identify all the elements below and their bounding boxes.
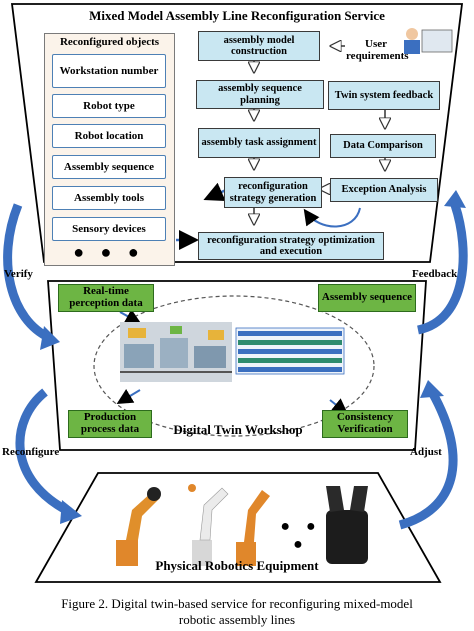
digital-twin-workshop-title: Digital Twin Workshop [173, 422, 303, 437]
robot-arm-orange-2 [236, 490, 270, 566]
flow-arrow [119, 309, 142, 324]
more-objects-dots: ● ● ● [73, 242, 145, 262]
more-robots-dots: ● ● ● [280, 518, 322, 553]
assembly-task-assignment-box: assembly task assignment [198, 128, 320, 158]
object-workstation-number: Workstation number [52, 54, 166, 88]
feedback-arrow [416, 203, 468, 335]
exception-analysis-box: Exception Analysis [330, 178, 438, 202]
factory-scene-image [120, 322, 232, 382]
adjust-label: Adjust [410, 446, 442, 458]
adjust-arrow [398, 389, 458, 530]
realtime-perception-data-box: Real-time perception data [58, 284, 154, 312]
flow-arrow [203, 182, 227, 202]
assembly-model-construction-box: assembly model construction [198, 31, 320, 61]
physical-equipment-title: Physical Robotics Equipment [155, 558, 319, 573]
assembly-sequence-green-box: Assembly sequence [318, 284, 416, 312]
assembly-sequence-planning-box: assembly sequence planning [196, 80, 324, 109]
robot-arm-orange [116, 487, 161, 566]
data-comparison-box: Data Comparison [330, 134, 436, 158]
object-assembly-tools: Assembly tools [52, 186, 166, 210]
diagram-title: Mixed Model Assembly Line Reconfiguratio… [89, 8, 385, 23]
curved-arrow [303, 207, 361, 228]
caption-line-2: robotic assembly lines [178, 612, 296, 628]
user-requirements-label: User requirements [346, 38, 409, 63]
reconfigure-label: Reconfigure [2, 446, 60, 458]
object-robot-type: Robot type [52, 94, 166, 118]
robot-arm-white [188, 484, 229, 566]
sequence-table-image [235, 327, 345, 375]
robot-gripper [326, 486, 368, 564]
reconfiguration-strategy-generation-box: reconfiguration strategy generation [224, 177, 322, 208]
flow-arrow [116, 388, 141, 405]
production-process-data-box: Production process data [68, 410, 152, 438]
consistency-verification-box: Consistency Verification [322, 410, 408, 438]
verify-arrow [3, 203, 53, 343]
object-robot-location: Robot location [52, 124, 166, 148]
object-sensory-devices: Sensory devices [52, 217, 166, 241]
strategy-optimization-execution-box: reconfiguration strategy optimization an… [198, 232, 384, 260]
twin-system-feedback-box: Twin system feedback [328, 81, 440, 110]
reconfigure-arrow [15, 388, 73, 517]
figure-caption: Figure 2. Digital twin-based service for… [14, 596, 460, 629]
feedback-label: Feedback [412, 268, 458, 280]
user-computer-icon [404, 28, 453, 54]
object-assembly-sequence: Assembly sequence [52, 155, 166, 179]
reconfigured-objects-heading: Reconfigured objects [59, 36, 160, 48]
twin-ellipse [93, 295, 375, 437]
verify-label: Verify [4, 268, 33, 280]
caption-line-1: Figure 2. Digital twin-based service for… [61, 596, 413, 611]
